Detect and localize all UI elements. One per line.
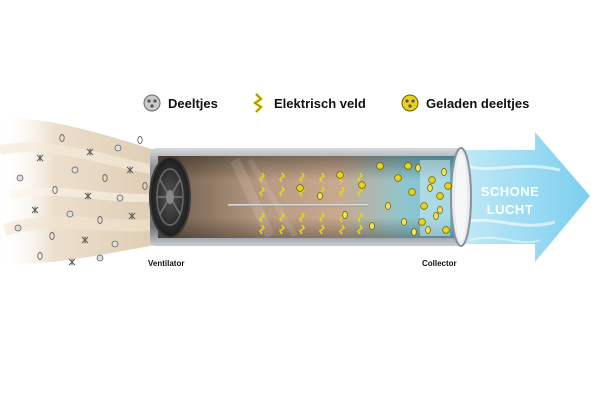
legend-label-electric-field: Elektrisch veld <box>274 96 366 111</box>
field-mark <box>338 186 346 197</box>
field-mark <box>258 224 266 235</box>
dust-particle <box>37 252 43 260</box>
dust-particle <box>128 212 136 220</box>
dust-particle <box>86 148 94 156</box>
legend-label-particles: Deeltjes <box>168 96 218 111</box>
dust-particle <box>49 232 55 240</box>
dust-particle <box>59 134 65 142</box>
dust-particle <box>96 254 104 262</box>
field-mark <box>278 186 286 197</box>
charged-particle <box>336 171 344 179</box>
field-mark <box>338 224 346 235</box>
dust-particle <box>142 182 148 190</box>
charged-particle <box>317 192 323 200</box>
electric-field-icon <box>252 92 264 114</box>
charged-particle <box>425 226 431 234</box>
dust-particle <box>31 206 39 214</box>
legend-label-charged-particles: Geladen deeltjes <box>426 96 529 111</box>
field-mark <box>258 186 266 197</box>
charged-particle <box>411 228 417 236</box>
dust-particle <box>116 194 124 202</box>
collector-label: Collector <box>422 259 457 268</box>
dust-particle <box>52 186 58 194</box>
dust-particle <box>68 258 76 266</box>
charged-particle-icon <box>401 94 419 112</box>
dusty-air-plume <box>0 119 156 264</box>
charged-particle <box>420 202 428 210</box>
dust-particle <box>16 174 24 182</box>
dust-particle <box>111 240 119 248</box>
charged-particle <box>427 184 433 192</box>
dust-particle <box>102 174 108 182</box>
field-mark <box>356 224 364 235</box>
field-mark <box>318 212 326 223</box>
charged-particle <box>442 226 450 234</box>
charged-particle <box>404 162 412 170</box>
dust-particle <box>36 154 44 162</box>
charged-particle <box>436 192 444 200</box>
charged-particle <box>394 174 402 182</box>
dust-particle <box>71 166 79 174</box>
charged-particle <box>369 222 375 230</box>
purifier-tube <box>150 147 472 247</box>
clean-air-label-line1: SCHONE <box>481 184 540 199</box>
dust-particle <box>114 144 122 152</box>
dust-particle <box>97 216 103 224</box>
dust-particle <box>126 166 134 174</box>
dust-particle <box>66 210 74 218</box>
field-mark <box>356 212 364 223</box>
charged-particle <box>358 181 366 189</box>
field-mark <box>356 172 364 183</box>
charged-particle <box>433 212 439 220</box>
charged-particle <box>444 182 452 190</box>
field-mark <box>258 212 266 223</box>
field-mark <box>278 172 286 183</box>
field-mark <box>298 172 306 183</box>
charged-particle <box>408 188 416 196</box>
charged-particle <box>441 168 447 176</box>
field-mark <box>318 224 326 235</box>
charged-particle <box>376 162 384 170</box>
dust-particle <box>84 192 92 200</box>
charged-particle <box>401 218 407 226</box>
dust-particle <box>14 224 22 232</box>
field-mark <box>278 212 286 223</box>
field-mark <box>318 172 326 183</box>
charged-particles <box>296 162 452 236</box>
field-mark <box>278 224 286 235</box>
dust-particle <box>81 236 89 244</box>
charged-particle <box>437 206 443 214</box>
fan-icon <box>149 156 191 238</box>
clean-air-arrow <box>455 132 590 262</box>
charged-particle <box>428 176 436 184</box>
field-mark <box>258 172 266 183</box>
charged-particle <box>385 202 391 210</box>
clean-air-label-line2: LUCHT <box>487 202 534 217</box>
charged-particle <box>296 184 304 192</box>
gray-particle-icon <box>143 94 161 112</box>
charged-particle <box>342 211 348 219</box>
fan-label: Ventilator <box>148 259 184 268</box>
charged-particle <box>418 218 426 226</box>
electric-field-rod <box>228 204 368 207</box>
field-mark <box>298 224 306 235</box>
field-mark <box>298 212 306 223</box>
dust-particle <box>137 136 143 144</box>
charged-particle <box>415 164 421 172</box>
